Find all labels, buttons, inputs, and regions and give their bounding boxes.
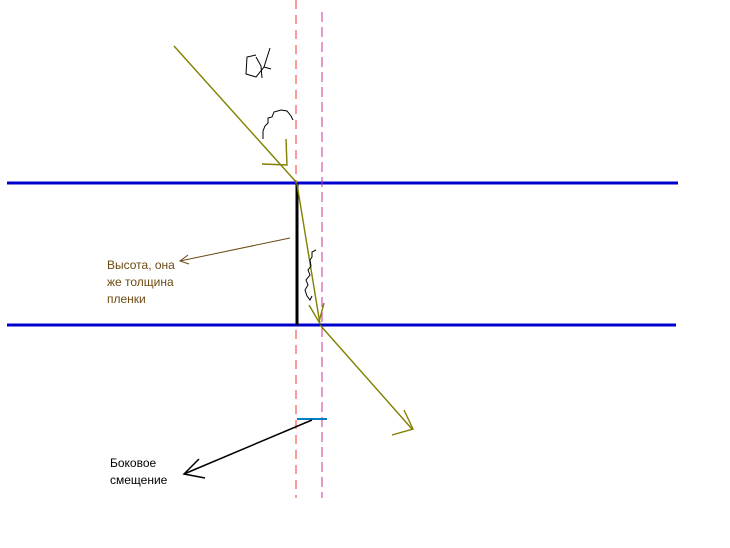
alpha-symbol-icon bbox=[245, 47, 272, 79]
film-height-label-line1: Высота, она bbox=[107, 258, 175, 272]
incident-ray bbox=[173, 45, 298, 184]
refracted-ray-arrowhead bbox=[308, 302, 325, 324]
film-height-label-line2: же толщина bbox=[107, 275, 174, 289]
lateral-shift-label-line2: смещение bbox=[110, 473, 168, 487]
film-height-label-line3: пленки bbox=[107, 292, 146, 306]
emergent-ray bbox=[319, 324, 413, 430]
lateral-shift-label-line1: Боковое bbox=[110, 456, 157, 470]
shift-pointer-arrowhead bbox=[182, 458, 206, 479]
incidence-angle-arc-icon bbox=[262, 109, 294, 139]
film-height-label: Высота, она же толщина пленки bbox=[107, 257, 175, 308]
refraction-angle-arc-icon bbox=[304, 249, 317, 301]
incident-ray-arrowhead bbox=[261, 138, 288, 166]
shift-pointer-line bbox=[183, 419, 313, 475]
emergent-ray-arrowhead bbox=[391, 409, 414, 436]
height-pointer-line bbox=[179, 237, 291, 262]
refracted-ray bbox=[296, 183, 321, 325]
lateral-shift-label: Боковое смещение bbox=[110, 455, 167, 489]
height-pointer-arrowhead bbox=[178, 254, 190, 265]
